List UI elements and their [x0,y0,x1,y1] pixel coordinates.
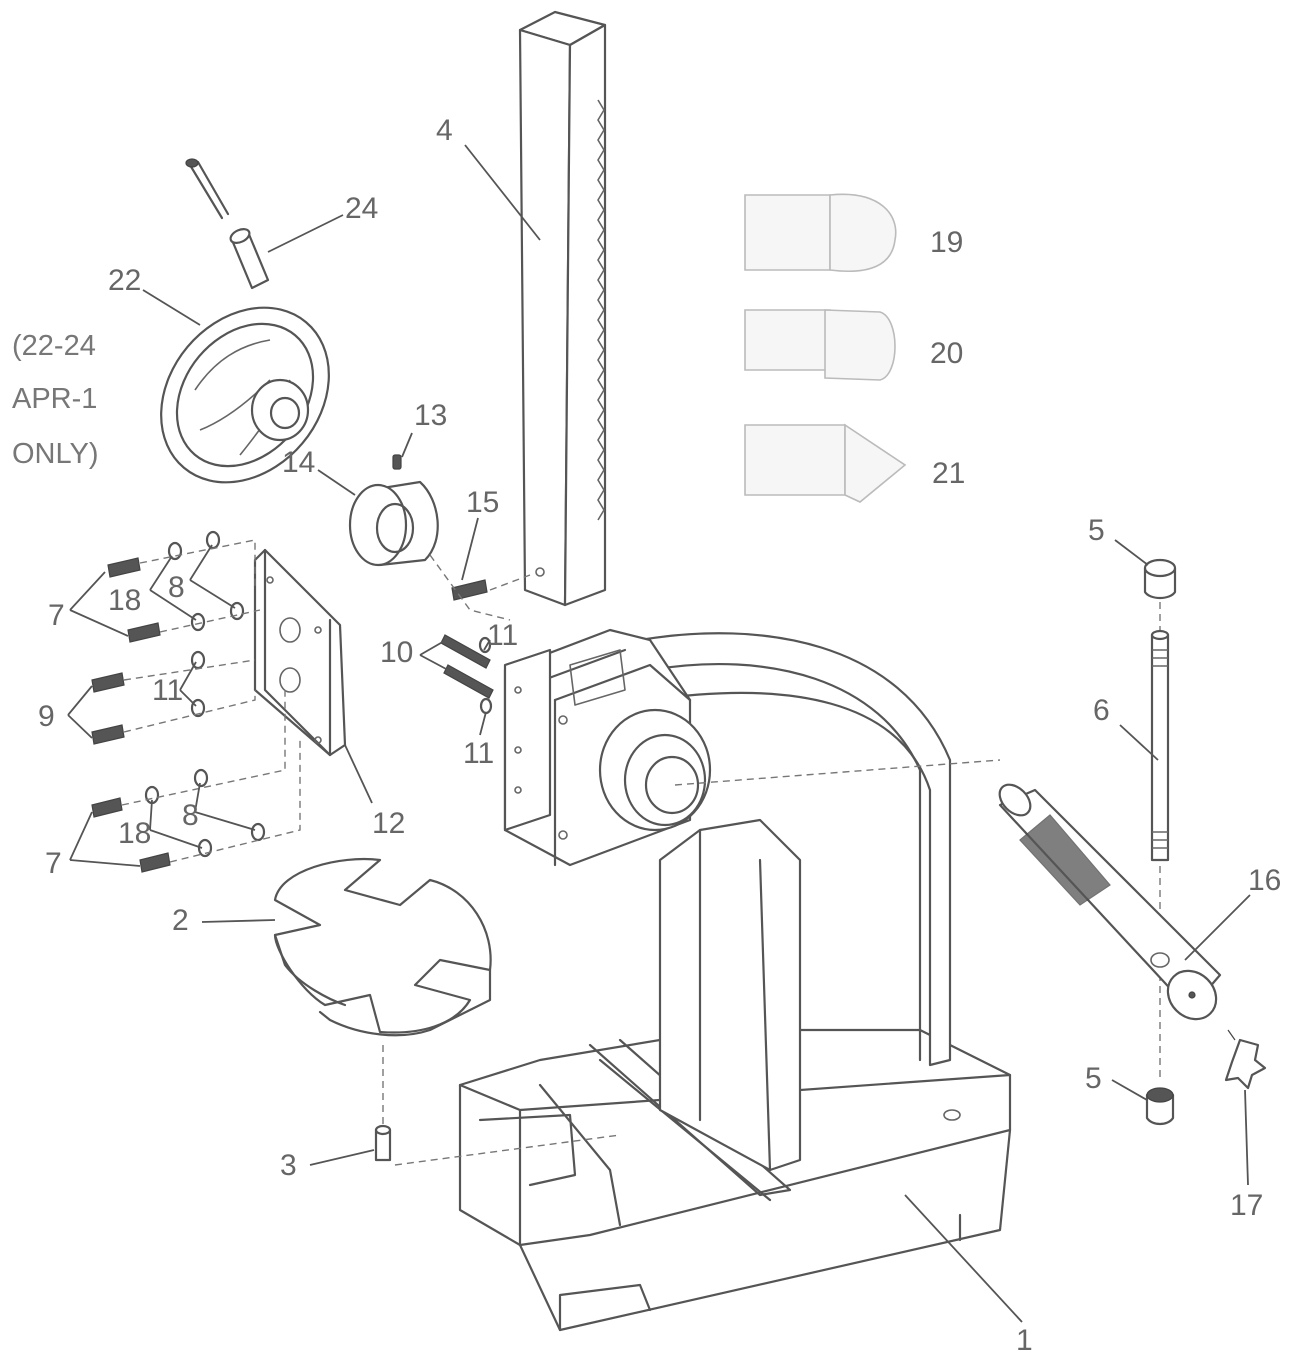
handwheel-part-22 [160,306,330,484]
note-line-2: APR-1 [12,383,97,415]
callout-6: 6 [1093,694,1110,727]
apr1-note: (22-24 APR-1 ONLY) [12,330,98,470]
handle-knob-part-24 [229,228,270,290]
callout-11-upper: 11 [487,619,518,652]
set-screw-part-13 [392,454,402,470]
screws-part-7-top [107,557,161,643]
punch-tool-part-20 [744,309,896,381]
gib-screws-part-10-11 [440,634,494,715]
callout-21: 21 [932,457,965,490]
ball-knob-part-5-top [1143,558,1177,600]
callout-20: 20 [930,337,963,370]
anvil-plate-part-2 [273,858,492,1037]
callout-5-bottom: 5 [1085,1062,1102,1095]
leader-lines [67,144,1251,1323]
callout-15: 15 [466,486,499,519]
callout-4: 4 [436,114,453,147]
callout-2: 2 [172,904,189,937]
note-line-1: (22-24 [12,330,96,362]
callout-12: 12 [372,807,405,840]
assembly-dashed-lines [121,539,1161,1166]
screws-part-7-bottom [91,797,171,873]
punch-tool-part-21 [744,423,907,503]
callout-17: 17 [1230,1189,1263,1222]
callout-18-top: 18 [108,584,141,617]
callout-16: 16 [1248,864,1281,897]
punch-tool-part-19 [744,193,897,272]
plate-part-12 [253,548,347,757]
pin-part-3 [374,1124,392,1162]
callout-7-top: 7 [48,599,65,632]
callout-1: 1 [1016,1324,1033,1357]
rack-part-4 [518,10,607,607]
callout-3: 3 [280,1149,297,1182]
callout-7-bottom: 7 [45,847,62,880]
collar-part-14 [348,480,439,567]
callout-11-left: 11 [152,674,183,707]
pinion-shaft-part-16 [998,783,1222,1021]
callout-10: 10 [380,636,413,669]
star-knob-part-17 [1224,1029,1267,1090]
screw-part-15 [451,579,488,601]
callout-11-lower: 11 [463,737,494,770]
callout-24: 24 [345,192,378,225]
callout-18-bottom: 18 [118,817,151,850]
screws-part-9 [91,672,125,745]
note-line-3: ONLY) [12,438,98,470]
callout-22: 22 [108,264,141,297]
callout-14: 14 [282,446,315,479]
callout-8-top: 8 [168,571,185,604]
callout-13: 13 [414,399,447,432]
callout-5-top: 5 [1088,514,1105,547]
callout-9: 9 [38,700,55,733]
callout-19: 19 [930,226,963,259]
callout-8-bottom: 8 [182,799,199,832]
callout-labels: 4 24 22 13 14 15 19 20 21 5 6 16 5 17 1 … [38,114,1281,1357]
handle-screw-part-23 [185,158,230,220]
press-frame-part-1 [458,628,1012,1332]
handle-bar-part-6 [1150,629,1170,862]
ball-knob-part-5-bottom [1145,1087,1175,1126]
